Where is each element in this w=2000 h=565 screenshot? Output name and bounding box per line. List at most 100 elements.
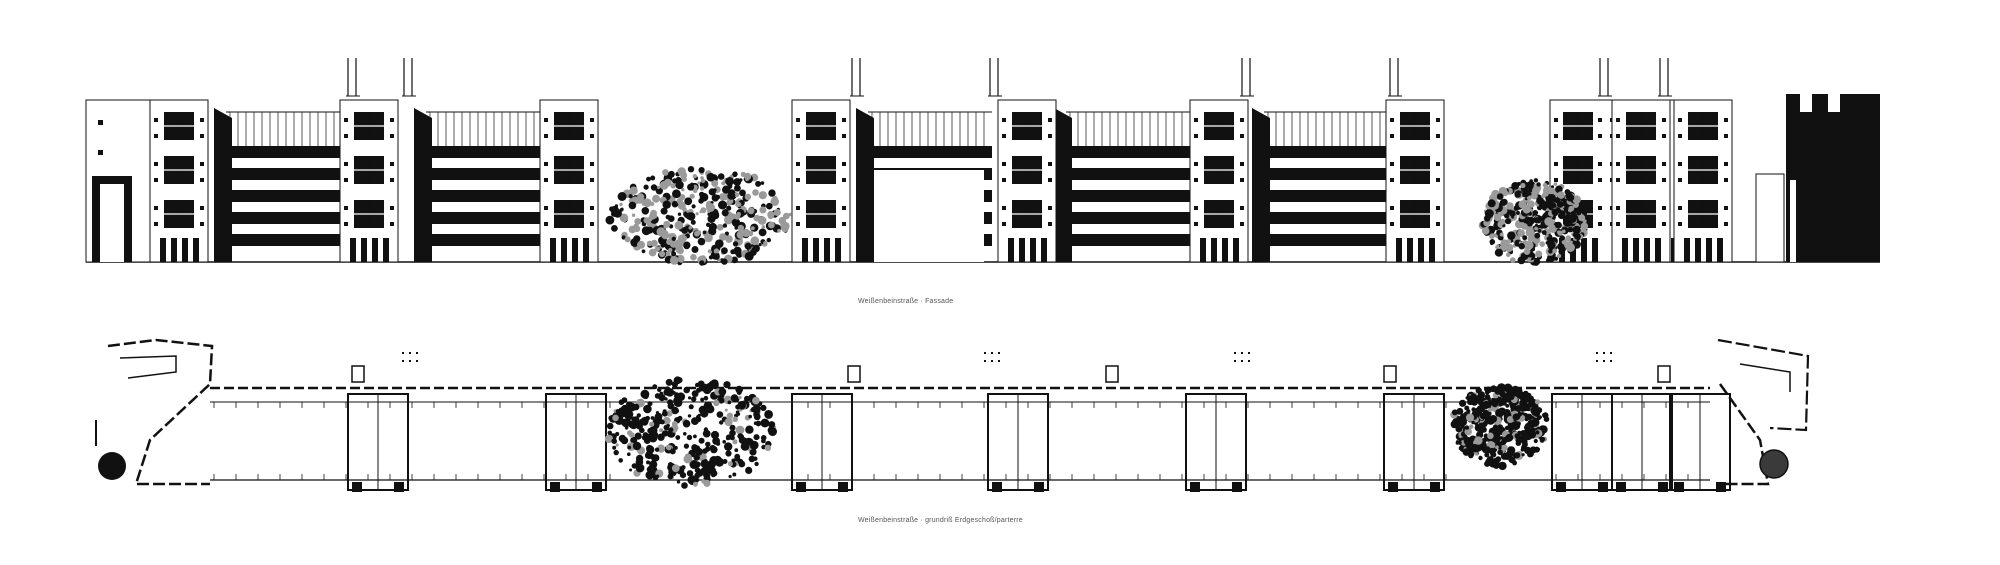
vent-square	[1390, 178, 1394, 182]
street-elevation	[85, 58, 1880, 266]
ground-floor-pier	[1211, 238, 1217, 262]
elevation-tree	[1493, 213, 1502, 222]
elevation-tree	[708, 222, 718, 232]
plan-tree	[1484, 394, 1491, 400]
plan-right-wing-rooms	[1739, 363, 1791, 392]
plan-tree	[1498, 407, 1507, 416]
plan-tree	[1465, 413, 1475, 422]
plan-entry-pier	[1388, 482, 1398, 492]
plan-tree	[684, 453, 692, 461]
plan-tree	[618, 399, 625, 406]
plan-dot	[984, 352, 986, 354]
ground-floor-pier	[1655, 238, 1661, 262]
elevation-tree	[668, 247, 673, 253]
elevation-tree	[665, 214, 671, 220]
elevation-tree	[1554, 221, 1562, 229]
vent-square	[590, 118, 594, 122]
elevation-tree	[628, 194, 633, 199]
elevation-tree	[677, 167, 686, 176]
plan-tree	[744, 395, 750, 402]
plan-tree	[736, 390, 742, 395]
elevation-tree	[721, 258, 728, 265]
plan-dot	[998, 360, 1000, 362]
elevation-tree	[717, 173, 725, 180]
elevation-tree	[650, 175, 656, 181]
elevation-tree	[1566, 211, 1571, 216]
vent-square	[200, 206, 204, 210]
vent-square	[1598, 206, 1602, 210]
ground-floor-pier	[1644, 238, 1650, 262]
plan-entry-pier	[1674, 482, 1684, 492]
plan-tree	[752, 396, 760, 405]
vent-square	[154, 118, 158, 122]
ground-floor-pier	[1041, 238, 1047, 262]
ground-floor-pier	[350, 238, 356, 262]
plan-tree	[734, 448, 739, 453]
plan-entry-pier	[1658, 482, 1668, 492]
elevation-tree	[742, 228, 751, 238]
vent-square	[1436, 206, 1440, 210]
plan-tree	[1477, 399, 1484, 406]
plan-tree	[683, 443, 690, 449]
elevation-tree	[725, 235, 733, 243]
plan-tree	[1473, 440, 1478, 445]
plan-tree	[735, 410, 740, 414]
plan-tree	[645, 453, 651, 459]
ground-floor-pier	[1633, 238, 1639, 262]
elevation-tree	[1506, 202, 1514, 210]
plan-tree	[606, 422, 614, 430]
ground-floor-pier	[372, 238, 378, 262]
elevation-tree	[1527, 200, 1535, 208]
plan-entry-pier	[1556, 482, 1566, 492]
plan-entry-pier	[992, 482, 1002, 492]
plan-tree	[666, 410, 673, 417]
elevation-tree	[624, 236, 631, 243]
plan-tree	[712, 456, 716, 461]
elevation-tree	[1536, 197, 1544, 205]
plan-tree	[631, 416, 636, 422]
ground-floor-pier	[1622, 238, 1628, 262]
plan-tree	[1487, 432, 1494, 440]
plan-tree	[695, 382, 700, 388]
elevation-tree	[1548, 224, 1557, 233]
elevation-tree	[637, 240, 645, 249]
elevation-tree	[691, 204, 696, 209]
plan-tree	[727, 400, 732, 405]
plan-tree	[732, 416, 738, 423]
vent-square	[842, 118, 846, 122]
plan-tree	[732, 472, 737, 477]
ground-floor-pier	[1429, 238, 1435, 262]
vent-square	[1662, 222, 1666, 226]
elevation-tree	[780, 221, 788, 229]
plan-tree	[683, 386, 690, 394]
elevation-tree	[674, 220, 684, 230]
plan-tree	[1484, 414, 1491, 422]
gallery-balcony-band	[226, 146, 340, 158]
elevation-tree	[1527, 216, 1536, 225]
vent-square	[544, 134, 548, 138]
plan-tree	[1526, 413, 1533, 420]
elevation-tree	[707, 212, 711, 216]
elevation-tree	[744, 242, 752, 250]
plan-tree	[686, 434, 693, 441]
plan-tree	[1533, 438, 1538, 444]
elevation-tree	[671, 200, 679, 208]
plan-tree	[719, 420, 724, 425]
plan-tree	[650, 416, 655, 420]
plan-round-kiosk-right	[1759, 449, 1789, 479]
plan-tree	[671, 421, 678, 427]
vent-square	[344, 222, 348, 226]
elevation-tree	[687, 212, 696, 221]
plan-tree	[632, 403, 640, 411]
elevation-tree	[1509, 210, 1516, 217]
elevation-tree	[621, 235, 626, 240]
plan-tree	[681, 482, 688, 489]
elevation-tree	[652, 194, 661, 203]
plan-tree	[764, 444, 772, 451]
plan-tree	[1521, 433, 1529, 441]
elevation-tree	[734, 213, 741, 220]
vent-square	[1240, 118, 1244, 122]
plan-dot	[1596, 360, 1598, 362]
plan-tree	[636, 413, 641, 418]
plan-tree	[1506, 416, 1514, 423]
